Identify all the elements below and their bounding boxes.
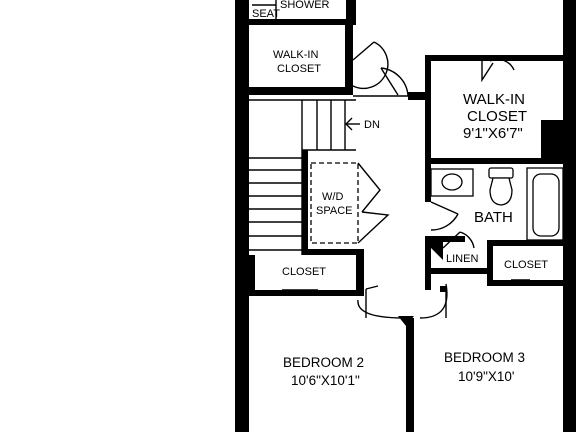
walkin-right-line2: CLOSET bbox=[467, 108, 527, 125]
stairs-dn-label: DN bbox=[364, 119, 380, 131]
bedroom2-dims: 10'6"X10'1" bbox=[291, 373, 360, 388]
walkin-left-line1: WALK-IN bbox=[273, 49, 318, 61]
wd-space: W/D SPACE bbox=[302, 150, 390, 255]
walkin-right-line1: WALK-IN bbox=[463, 91, 525, 108]
bedroom-divider bbox=[398, 316, 414, 432]
wd-line2: SPACE bbox=[316, 205, 352, 217]
bath: BATH bbox=[425, 164, 564, 270]
walkin-closet-left: WALK-IN CLOSET bbox=[249, 25, 389, 95]
walkin-right-dims: 9'1"X6'7" bbox=[463, 125, 523, 142]
bedroom-doors bbox=[357, 274, 448, 319]
closet-left: CLOSET bbox=[249, 255, 364, 296]
closet-left-label: CLOSET bbox=[282, 266, 326, 278]
walkin-left-line2: CLOSET bbox=[277, 63, 321, 75]
bedroom3-name: BEDROOM 3 bbox=[444, 350, 525, 365]
bedroom2-name: BEDROOM 2 bbox=[283, 355, 364, 370]
shower-area: SHOWER SEAT bbox=[252, 0, 330, 20]
bedroom-3: BEDROOM 3 10'9"X10' bbox=[444, 350, 525, 384]
closet-right-label: CLOSET bbox=[504, 259, 548, 271]
linen-closet: LINEN bbox=[425, 231, 493, 284]
bedroom3-dims: 10'9"X10' bbox=[458, 369, 515, 384]
linen-label: LINEN bbox=[446, 253, 478, 265]
bedroom-2: BEDROOM 2 10'6"X10'1" bbox=[283, 355, 364, 388]
seat-label: SEAT bbox=[252, 8, 280, 20]
bath-label: BATH bbox=[474, 209, 513, 226]
exterior-walls bbox=[235, 0, 576, 432]
hall-door bbox=[353, 67, 409, 97]
closet-right: CLOSET bbox=[487, 259, 563, 286]
walkin-closet-right: WALK-IN CLOSET 9'1"X6'7" bbox=[408, 55, 563, 164]
staircase: DN bbox=[249, 99, 380, 255]
wd-line1: W/D bbox=[322, 191, 343, 203]
shower-label: SHOWER bbox=[280, 0, 330, 11]
